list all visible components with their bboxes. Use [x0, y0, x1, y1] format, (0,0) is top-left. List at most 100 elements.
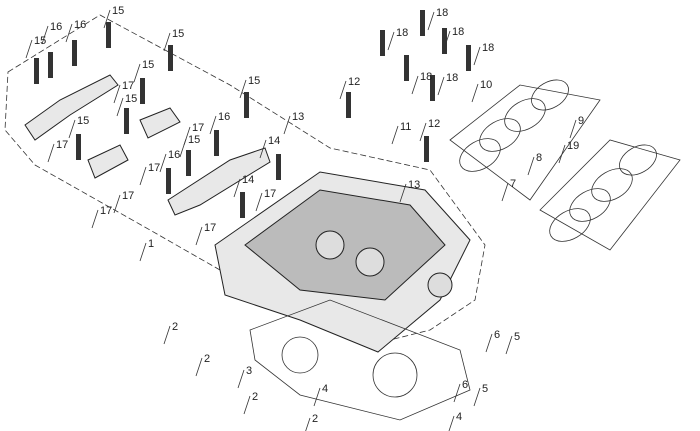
callout-14: 14	[242, 174, 254, 186]
leader-line	[255, 192, 263, 212]
callout-17: 17	[100, 205, 112, 217]
bolt	[186, 150, 191, 176]
bolt	[106, 22, 111, 48]
leader-line	[339, 80, 347, 100]
callout-10: 10	[480, 79, 492, 91]
callout-18: 18	[396, 27, 408, 39]
callout-18: 18	[452, 26, 464, 38]
callout-4: 4	[322, 383, 328, 395]
leader-line	[139, 242, 147, 262]
leader-line	[25, 39, 33, 59]
bolt	[124, 108, 129, 134]
leader-line	[471, 83, 479, 103]
leader-line	[239, 79, 247, 99]
leader-line	[437, 76, 445, 96]
callout-2: 2	[312, 413, 318, 425]
callout-16: 16	[218, 111, 230, 123]
leader-line	[243, 395, 251, 415]
head-gasket	[249, 299, 471, 421]
callout-9: 9	[578, 115, 584, 127]
leader-line	[209, 115, 217, 135]
leader-line	[47, 143, 55, 163]
leader-line	[411, 75, 419, 95]
intake-joint-10	[449, 79, 601, 201]
bolt	[72, 40, 77, 66]
callout-5: 5	[482, 383, 488, 395]
leader-line	[448, 415, 455, 431]
leader-line	[41, 25, 49, 45]
callout-12: 12	[348, 76, 360, 88]
callout-2: 2	[172, 321, 178, 333]
callout-3: 3	[246, 365, 252, 377]
leader-line	[163, 32, 171, 52]
callout-16: 16	[74, 19, 86, 31]
callout-14: 14	[268, 135, 280, 147]
callout-15: 15	[142, 59, 154, 71]
leader-line	[237, 369, 245, 389]
leader-line	[179, 138, 187, 158]
callout-15: 15	[34, 35, 46, 47]
leader-line	[195, 357, 203, 377]
callout-17: 17	[122, 80, 134, 92]
leader-line	[91, 209, 99, 229]
leader-line	[505, 335, 513, 355]
callout-15: 15	[172, 28, 184, 40]
bolt	[424, 136, 429, 162]
leader-line	[113, 194, 121, 214]
callout-15: 15	[125, 93, 137, 105]
leader-line	[558, 144, 566, 164]
callout-8: 8	[536, 152, 542, 164]
leader-line	[159, 153, 167, 173]
bolt	[168, 45, 173, 71]
cylinder-head	[214, 171, 471, 353]
callout-17: 17	[56, 139, 68, 151]
bolt	[76, 134, 81, 160]
callout-16: 16	[50, 21, 62, 33]
bolt	[240, 192, 245, 218]
callout-15: 15	[188, 134, 200, 146]
leader-line	[195, 226, 203, 246]
leader-line	[501, 182, 509, 202]
bolt	[404, 55, 409, 81]
leader-line	[259, 139, 267, 159]
callout-18: 18	[482, 42, 494, 54]
leader-line	[569, 119, 577, 139]
bolt	[244, 92, 249, 118]
bolt	[380, 30, 385, 56]
callout-2: 2	[204, 353, 210, 365]
leader-line	[68, 119, 76, 139]
callout-4: 4	[456, 411, 462, 423]
leader-line	[283, 115, 291, 135]
callout-13: 13	[292, 111, 304, 123]
leader-line	[139, 166, 147, 186]
leader-line	[453, 383, 461, 403]
bolt	[276, 154, 281, 180]
callout-6: 6	[494, 329, 500, 341]
leader-line	[399, 183, 407, 203]
callout-13: 13	[408, 179, 420, 191]
bolt	[442, 28, 447, 54]
leader-line	[65, 23, 73, 43]
leader-line	[233, 178, 241, 198]
leader-line	[485, 333, 493, 353]
callout-7: 7	[510, 178, 516, 190]
callout-labels: 1516161515151715151717151615161717171414…	[25, 5, 584, 431]
bolt	[420, 10, 425, 36]
callout-19: 19	[567, 140, 579, 152]
bolt	[34, 58, 39, 84]
callout-12: 12	[428, 118, 440, 130]
callout-16: 16	[168, 149, 180, 161]
bolt	[166, 168, 171, 194]
leader-line	[473, 46, 481, 66]
bolt	[140, 78, 145, 104]
callout-1: 1	[148, 238, 154, 250]
callout-5: 5	[514, 331, 520, 343]
leader-line	[391, 125, 399, 145]
leader-line	[419, 122, 427, 142]
bolt	[214, 130, 219, 156]
callout-18: 18	[436, 7, 448, 19]
leader-line	[113, 84, 121, 104]
leader-line	[387, 31, 395, 51]
